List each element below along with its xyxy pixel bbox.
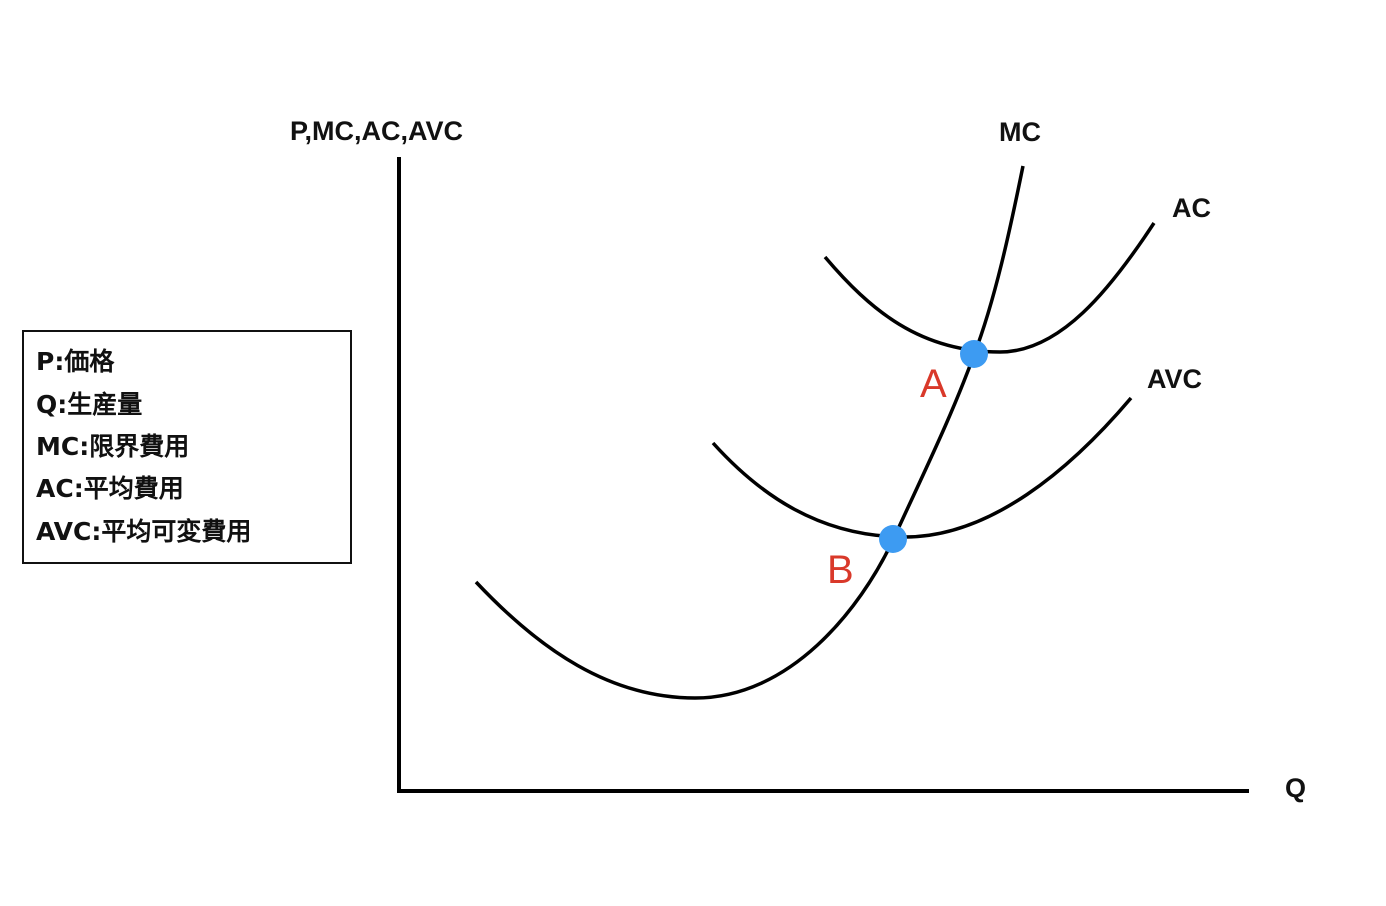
mc-curve-label: MC <box>999 117 1041 147</box>
y-axis-label: P,MC,AC,AVC <box>290 116 464 146</box>
legend-item-q: Q:生産量 <box>36 390 143 419</box>
legend-item-avc: AVC:平均可変費用 <box>36 517 252 546</box>
ac-curve <box>823 222 1156 354</box>
legend-item-p: P:価格 <box>36 347 115 376</box>
ac-curve-label: AC <box>1172 193 1211 223</box>
legend-item-ac: AC:平均費用 <box>36 474 184 503</box>
avc-curve <box>711 396 1133 539</box>
point-b-label: B <box>827 548 854 592</box>
legend-item-mc: MC:限界費用 <box>36 432 190 461</box>
point-b-marker <box>879 525 907 553</box>
x-axis-label: Q <box>1285 773 1307 803</box>
point-a-label: A <box>920 362 947 406</box>
avc-curve-label: AVC <box>1147 364 1203 394</box>
point-a-marker <box>960 340 988 368</box>
mc-curve <box>474 165 1025 700</box>
legend-box: P:価格 Q:生産量 MC:限界費用 AC:平均費用 AVC:平均可変費用 <box>22 330 352 564</box>
